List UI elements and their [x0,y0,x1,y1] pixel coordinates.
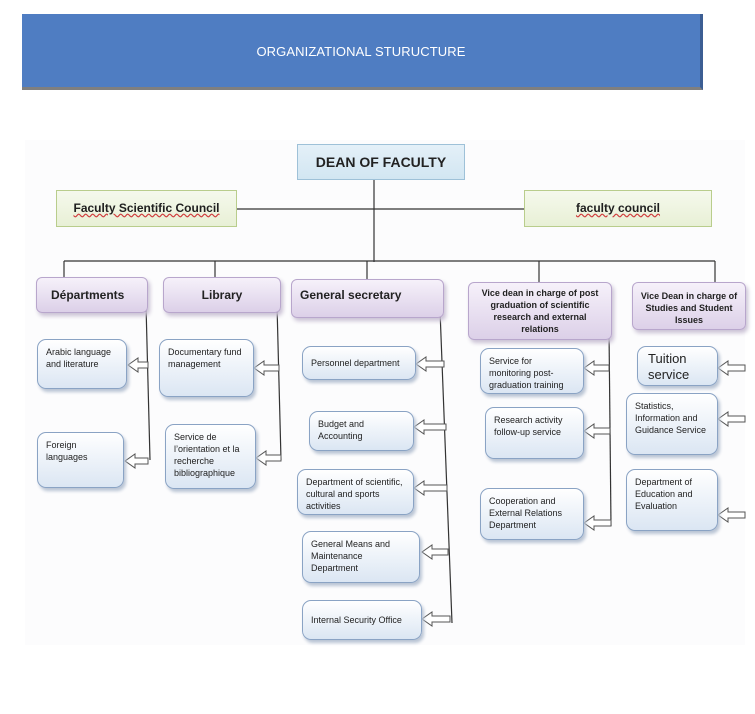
departments-header: Départments [36,277,148,313]
child-box-documentary-fund: Documentary fund management [159,339,254,397]
child-box-postgrad-monitoring: Service for monitoring post-graduation t… [480,348,584,394]
title-banner: ORGANIZATIONAL STURUCTURE [22,14,703,90]
child-box-orientation-service: Service de l’orientation et la recherche… [165,424,256,489]
child-box-research-followup: Research activity follow-up service [485,407,584,459]
child-box-arabic: Arabic language and literature [37,339,127,389]
child-box-internal-security: Internal Security Office [302,600,422,640]
child-box-foreign-languages: Foreign languages [37,432,124,488]
faculty-council-label: faculty council [575,201,661,215]
child-box-statistics: Statistics, Information and Guidance Ser… [626,393,718,455]
general-secretary-header: General secretary [291,279,444,318]
vice-dean-studies-header: Vice Dean in charge of Studies and Stude… [632,282,746,330]
child-box-tuition: Tuition service [637,346,718,386]
child-box-personnel: Personnel department [302,346,416,380]
library-header: Library [163,277,281,313]
banner-title: ORGANIZATIONAL STURUCTURE [256,44,466,59]
child-box-scientific-activities: Department of scientific, cultural and s… [297,469,414,515]
faculty-council-box: faculty council [524,190,712,227]
vice-dean-post-header: Vice dean in charge of post graduation o… [468,282,612,340]
child-box-budget: Budget and Accounting [309,411,414,451]
child-box-general-means: General Means and Maintenance Department [302,531,420,583]
child-box-education-evaluation: Department of Education and Evaluation [626,469,718,531]
dean-box: DEAN OF FACULTY [297,144,465,180]
scientific-council-box: Faculty Scientific Council [56,190,237,227]
scientific-council-label: Faculty Scientific Council [73,201,220,215]
child-box-cooperation: Cooperation and External Relations Depar… [480,488,584,540]
